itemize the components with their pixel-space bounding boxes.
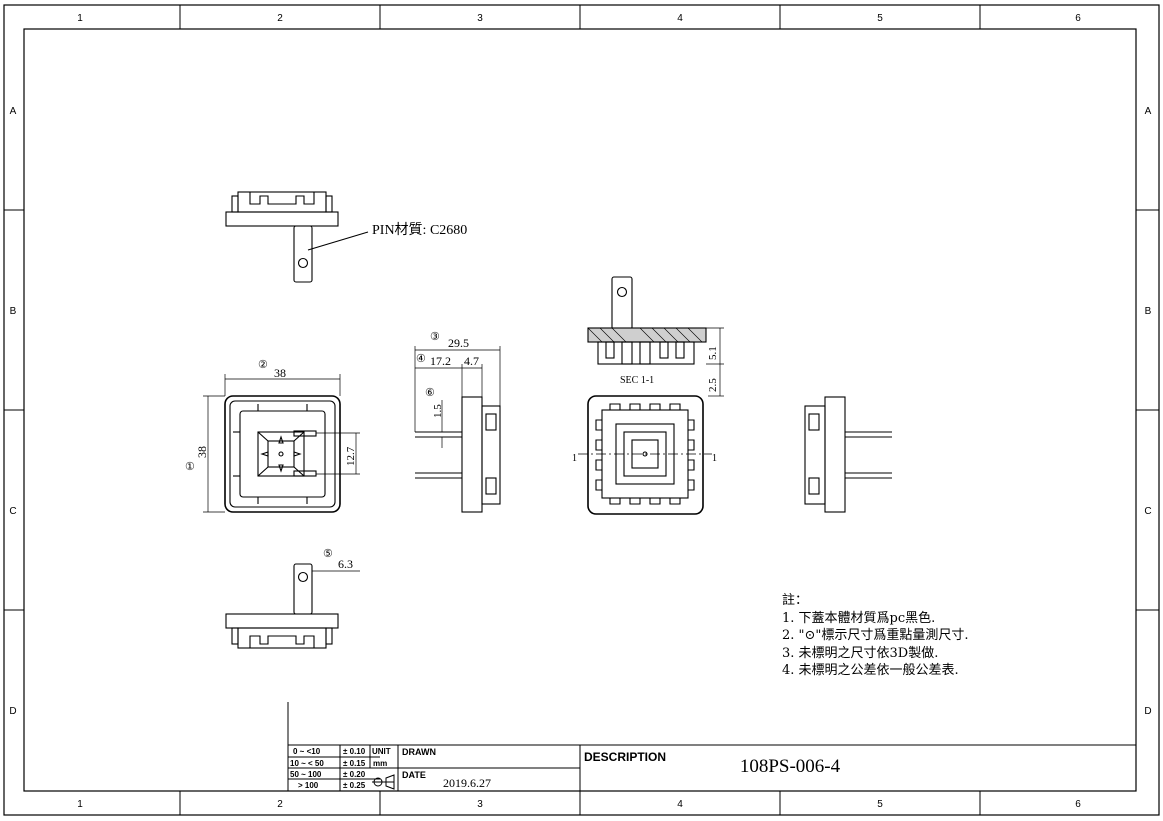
note-item: 1. 下蓋本體材質爲pc黑色. <box>782 610 936 626</box>
dim-2-5-value: 2.5 <box>707 378 719 392</box>
dim-3-value: 29.5 <box>448 336 469 350</box>
row-label-left: A <box>10 106 17 117</box>
frame-labels: 1 2 3 4 5 6 1 2 3 4 5 6 A B C D A B C D <box>9 13 1151 810</box>
notes-block: 註： 1. 下蓋本體材質爲pc黑色. 2. "⊙"標示尺寸爲重點量測尺寸. 3.… <box>782 592 1042 680</box>
dim-pin-gap: 12.7 <box>345 446 357 466</box>
row-label-left: C <box>9 506 16 517</box>
col-label-top: 3 <box>477 13 483 24</box>
row-label-right: B <box>1145 306 1152 317</box>
rear-view <box>578 395 712 515</box>
description-value: 108PS-006-4 <box>739 756 841 777</box>
col-label-bottom: 1 <box>77 799 83 810</box>
section-mark-left: 1 <box>572 453 577 464</box>
right-side-view <box>804 396 892 513</box>
dim-1-value: 38 <box>195 446 209 458</box>
dim-2-value: 38 <box>274 366 286 380</box>
col-label-bottom: 6 <box>1075 799 1081 810</box>
dim-3-number: ③ <box>430 331 440 343</box>
dim-2-number: ② <box>258 359 268 371</box>
tolerance-range: 10 ~ < 50 <box>290 759 324 768</box>
dim-4-number: ④ <box>416 353 426 365</box>
dim-4-7-value: 4.7 <box>464 354 479 368</box>
section-view <box>587 276 724 397</box>
dim-1-number: ① <box>185 461 195 473</box>
row-label-right: A <box>1145 106 1152 117</box>
top-view <box>225 191 369 283</box>
row-label-right: D <box>1144 706 1151 717</box>
side-view <box>414 346 501 513</box>
col-label-bottom: 2 <box>277 799 283 810</box>
col-label-top: 6 <box>1075 13 1081 24</box>
unit-value: mm <box>373 759 387 768</box>
col-label-top: 2 <box>277 13 283 24</box>
date-label: DATE <box>402 770 426 780</box>
dim-6-number: ⑥ <box>425 387 435 399</box>
front-view <box>203 374 360 513</box>
note-item: 3. 未標明之尺寸依3D製做. <box>782 645 939 661</box>
date-value: 2019.6.27 <box>443 776 491 790</box>
row-label-left: B <box>10 306 17 317</box>
col-label-bottom: 3 <box>477 799 483 810</box>
tolerance-value: ± 0.15 <box>343 759 366 768</box>
col-label-bottom: 4 <box>677 799 683 810</box>
col-label-bottom: 5 <box>877 799 883 810</box>
section-label: SEC 1-1 <box>620 375 654 386</box>
tolerance-range: 50 ~ 100 <box>290 770 322 779</box>
drawing-frame <box>3 4 1160 816</box>
bottom-view <box>225 563 360 649</box>
col-label-top: 1 <box>77 13 83 24</box>
tolerance-value: ± 0.20 <box>343 770 366 779</box>
row-label-right: C <box>1144 506 1151 517</box>
dim-4-value: 17.2 <box>430 354 451 368</box>
note-item: 4. 未標明之公差依一般公差表. <box>782 663 959 678</box>
unit-label: UNIT <box>372 747 391 756</box>
col-label-top: 4 <box>677 13 683 24</box>
row-label-left: D <box>9 706 16 717</box>
tolerance-value: ± 0.25 <box>343 781 366 790</box>
drawn-label: DRAWN <box>402 747 436 757</box>
dim-5-number: ⑤ <box>323 548 333 560</box>
note-item: 2. "⊙"標示尺寸爲重點量測尺寸. <box>782 628 969 643</box>
col-label-top: 5 <box>877 13 883 24</box>
section-mark-right: 1 <box>712 453 717 464</box>
tolerance-range: 0 ~ <10 <box>293 747 321 756</box>
dim-5-value: 6.3 <box>338 557 353 571</box>
tolerance-table: 0 ~ <10 ± 0.10 10 ~ < 50 ± 0.15 50 ~ 100… <box>290 747 391 790</box>
tolerance-range: > 100 <box>298 781 319 790</box>
title-block <box>287 702 1136 791</box>
pin-material-label: PIN材質: C2680 <box>372 222 467 238</box>
dim-6-value: 1.5 <box>432 404 444 418</box>
dim-5-1-value: 5.1 <box>707 346 719 360</box>
tolerance-value: ± 0.10 <box>343 747 366 756</box>
description-label: DESCRIPTION <box>584 750 666 764</box>
notes-heading: 註： <box>782 593 809 608</box>
